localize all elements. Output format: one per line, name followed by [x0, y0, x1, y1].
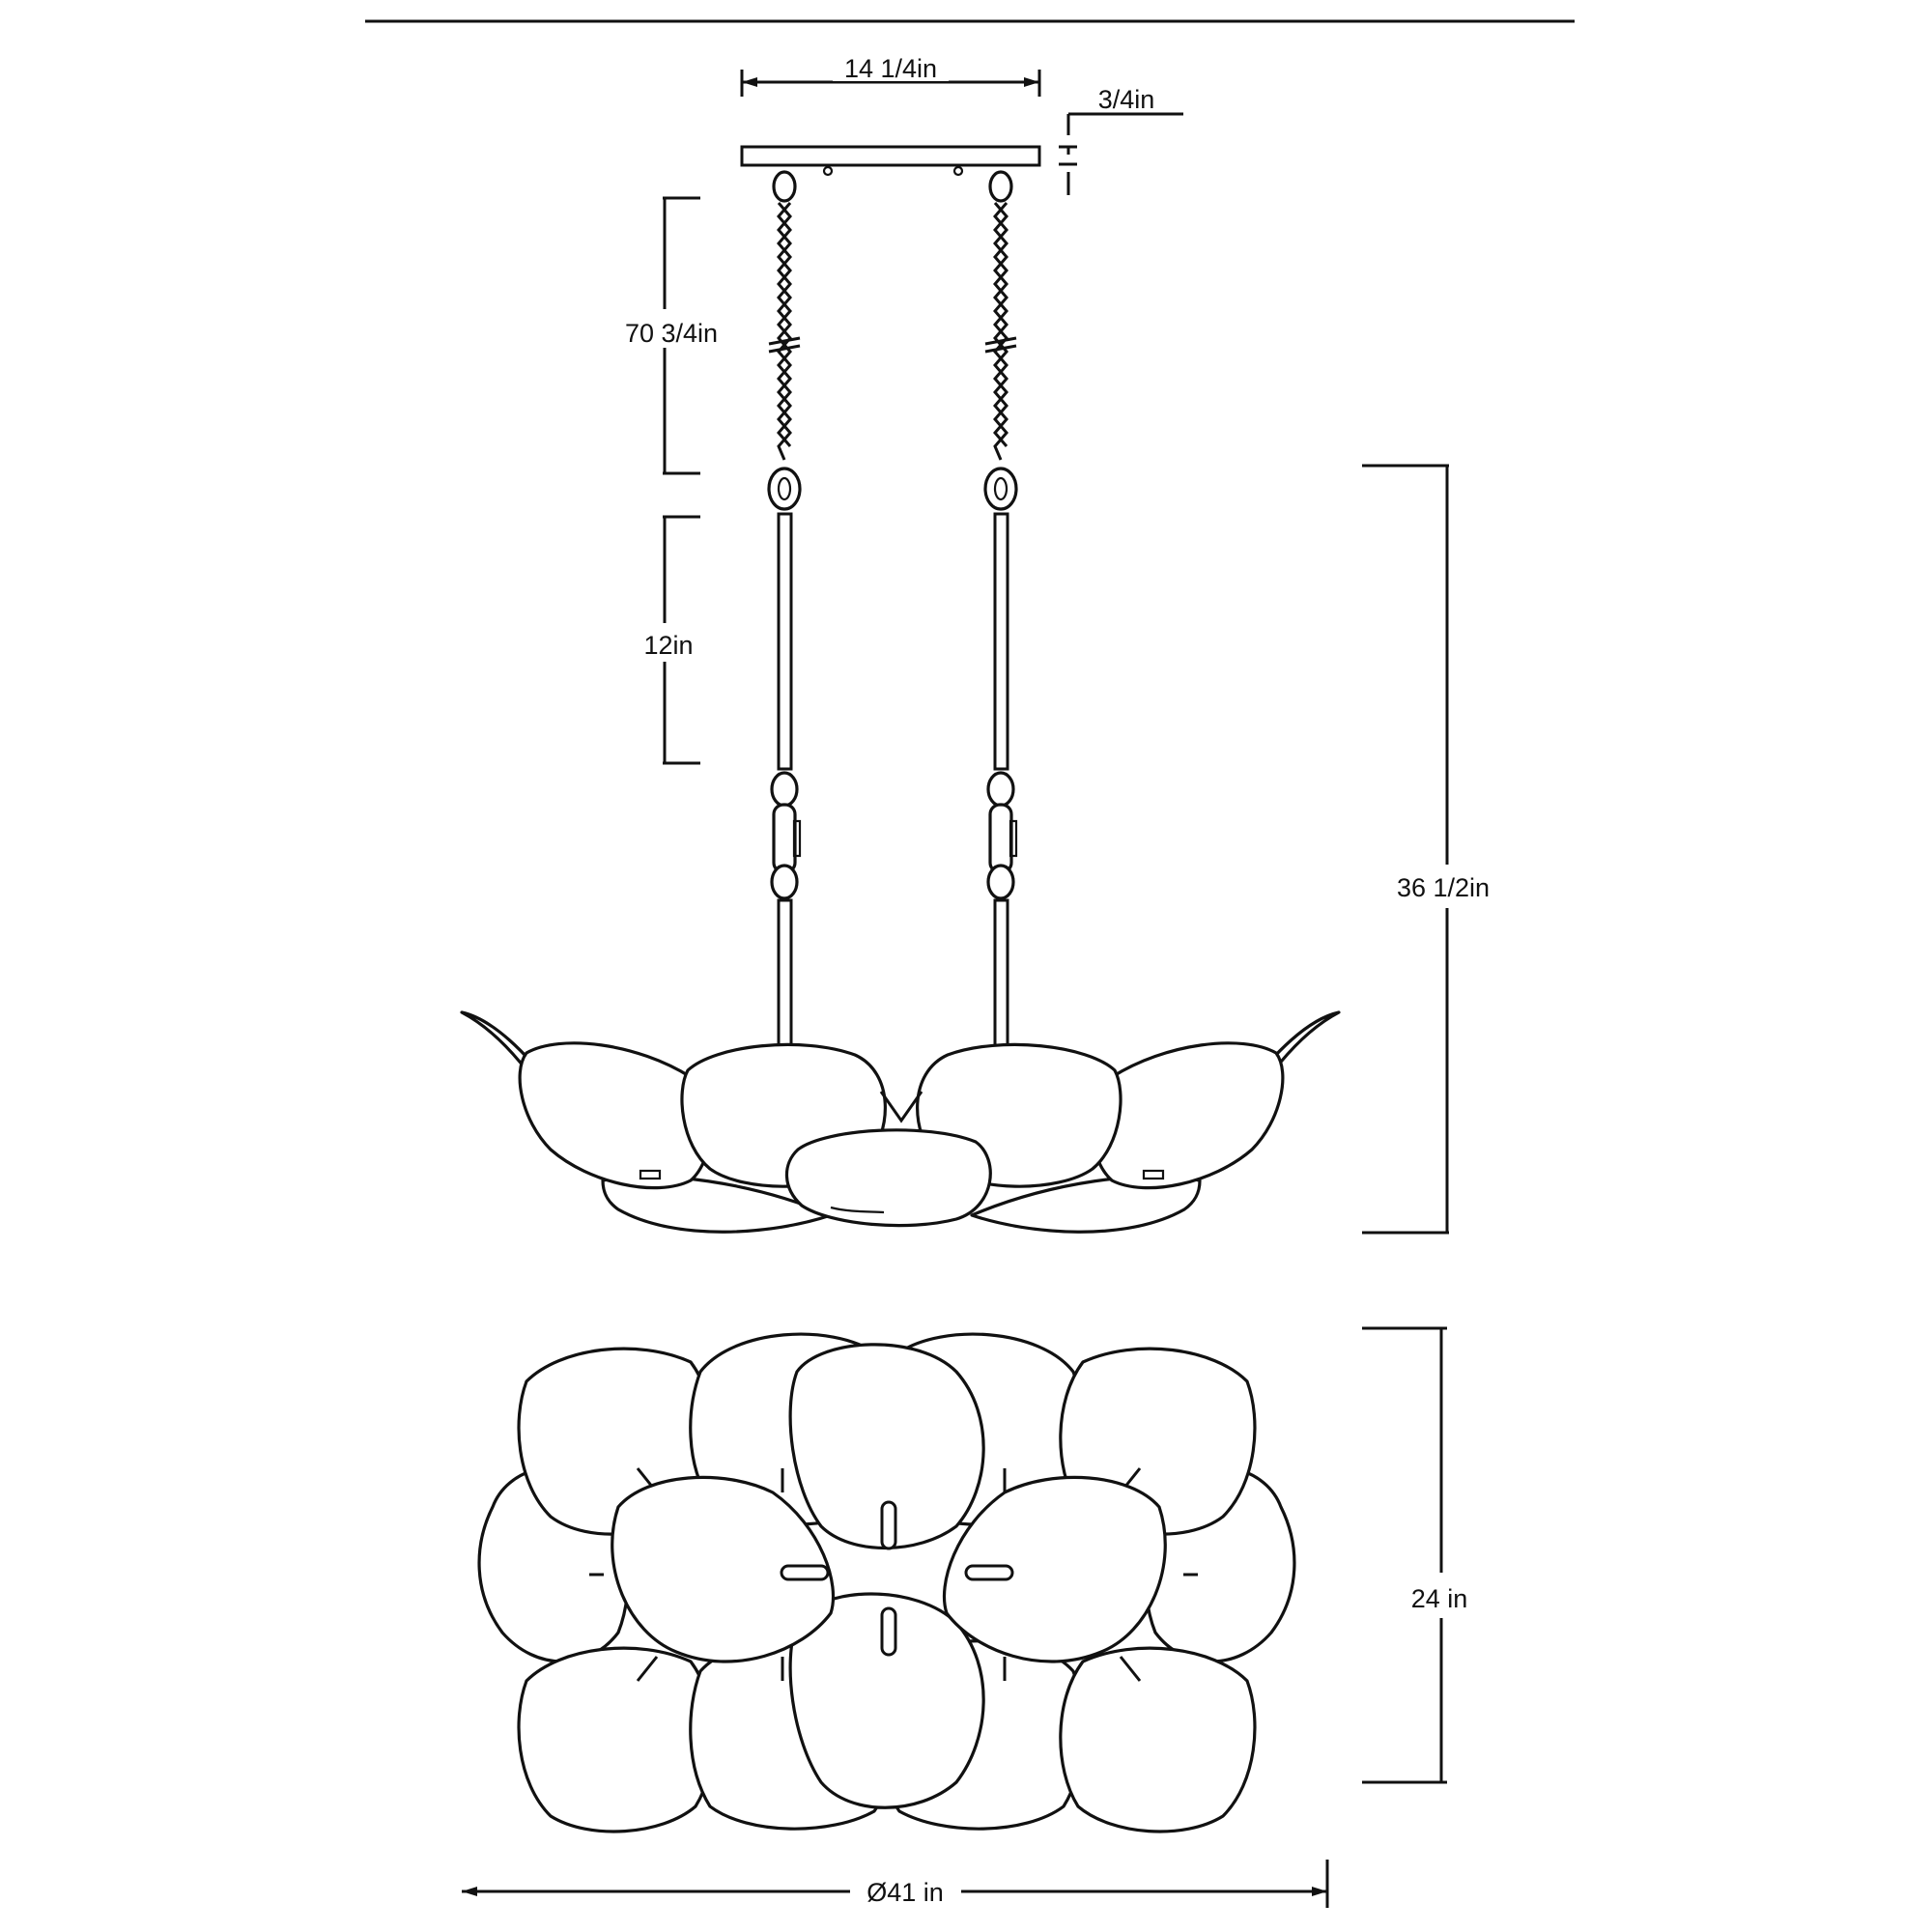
fixture-diameter-label: Ø41 in	[867, 1878, 944, 1907]
chain-link-icon	[767, 467, 802, 511]
dim-fixture-height: 36 1/2in	[1362, 464, 1490, 1235]
dim-chain-length: 70 3/4in	[625, 196, 718, 475]
canopy-height-label: 3/4in	[1098, 85, 1155, 114]
fixture-side-view	[460, 1010, 1341, 1234]
chain-length-label: 70 3/4in	[625, 319, 718, 348]
fixture-height-label: 36 1/2in	[1397, 873, 1490, 902]
dim-rod-length: 12in	[643, 515, 700, 765]
canopy	[740, 145, 1041, 177]
dim-canopy-height: 3/4in	[1059, 85, 1183, 195]
chain-link-icon	[983, 467, 1018, 511]
rod-length-label: 12in	[643, 631, 693, 660]
suspension-right	[983, 170, 1018, 1047]
dim-canopy-width: 14 1/4in	[740, 52, 1041, 97]
dim-fixture-depth: 24 in	[1362, 1326, 1468, 1784]
fixture-plan-view	[477, 1332, 1296, 1833]
suspension-left	[767, 170, 802, 1047]
fixture-depth-label: 24 in	[1411, 1584, 1468, 1613]
dim-fixture-diameter: Ø41 in	[462, 1860, 1329, 1908]
canopy-width-label: 14 1/4in	[844, 54, 937, 83]
